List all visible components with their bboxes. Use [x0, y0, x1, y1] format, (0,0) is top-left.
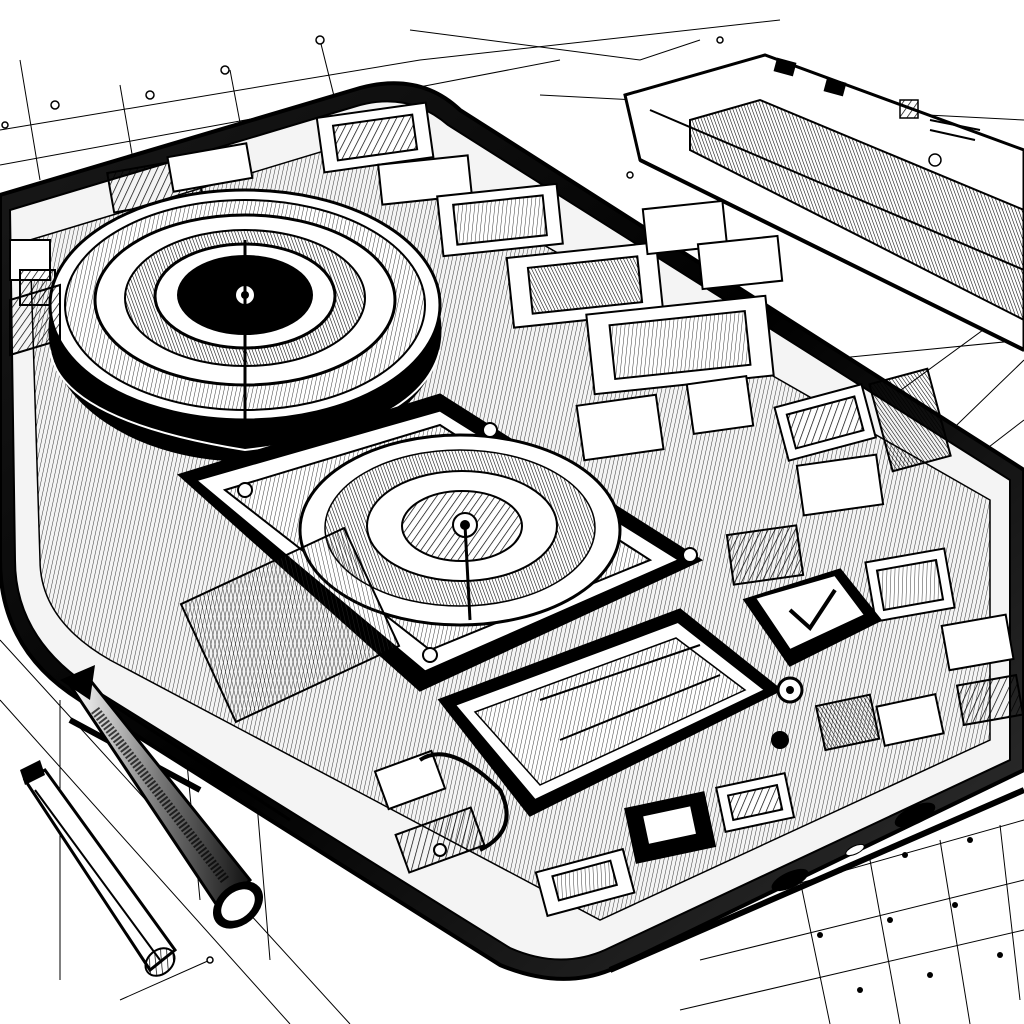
- grid-nodes: [817, 837, 1003, 993]
- chip-row-top: [9, 101, 784, 396]
- grid-background: [679, 819, 1024, 1024]
- battery-panel: [437, 608, 804, 817]
- side-view-phone: [623, 53, 1024, 352]
- components-lower: [373, 693, 945, 918]
- pencil-icon: [20, 760, 178, 977]
- pen-icon: [60, 665, 264, 929]
- processor-chip: [742, 568, 883, 667]
- disc-module: [177, 393, 704, 692]
- camera-module: [48, 188, 442, 462]
- components-right: [575, 367, 1024, 727]
